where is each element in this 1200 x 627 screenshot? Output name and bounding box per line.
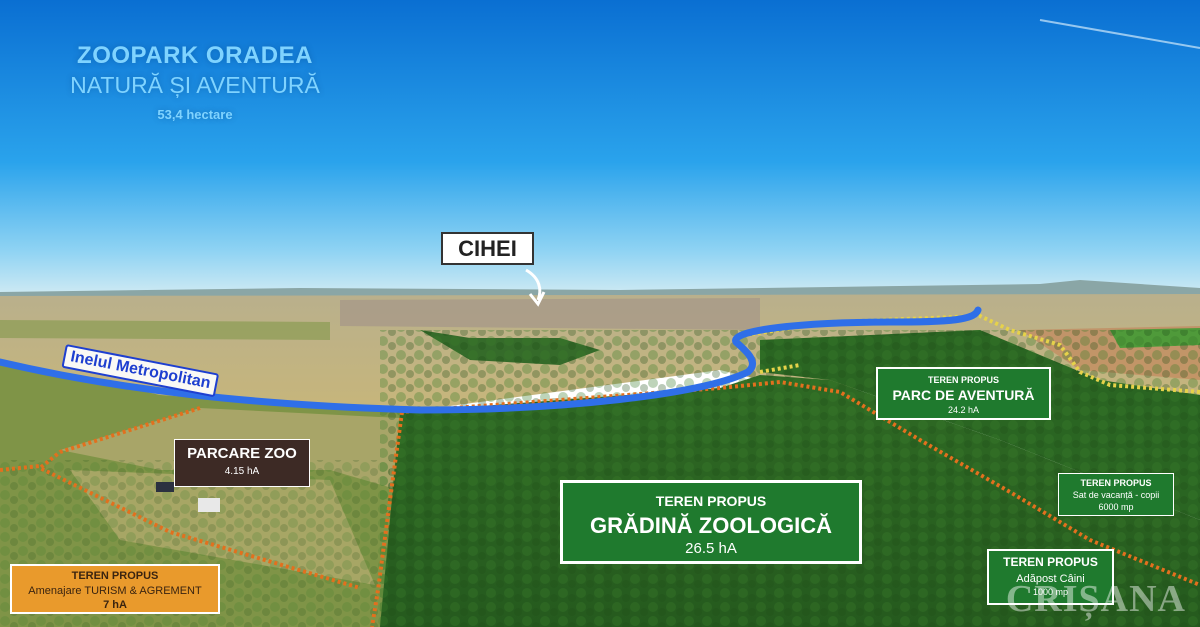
title-block: ZOOPARK ORADEA NATURĂ ȘI AVENTURĂ 53,4 h… xyxy=(0,42,390,122)
ring-road xyxy=(0,306,982,414)
orange-boundary-divider xyxy=(370,411,404,627)
title-main: ZOOPARK ORADEA xyxy=(77,42,313,69)
zone-area: 4.15 hA xyxy=(224,466,260,478)
cihei-label: CIHEI xyxy=(441,232,534,265)
zone-area: 1000 mp xyxy=(1032,587,1069,598)
city-area xyxy=(340,298,760,330)
orange-boundary-parking xyxy=(36,406,361,590)
orange-boundary-left xyxy=(0,464,41,472)
zone-name: Adăpost Câini xyxy=(1016,572,1085,585)
contrail xyxy=(1039,19,1200,49)
green-fields-left xyxy=(0,320,330,340)
zone-kicker: TEREN PROPUS xyxy=(655,493,767,509)
zone-label-turism: TEREN PROPUS Amenajare TURISM & AGREMENT… xyxy=(10,564,220,614)
zone-name: PARC DE AVENTURĂ xyxy=(892,387,1035,404)
yellow-boundary-inner xyxy=(759,363,801,374)
zone-label-aventura: TEREN PROPUS PARC DE AVENTURĂ 24.2 hA xyxy=(876,367,1051,420)
title-area: 53,4 hectare xyxy=(157,107,233,122)
zone-label-parcare: PARCARE ZOO 4.15 hA xyxy=(174,439,310,487)
zone-name: PARCARE ZOO xyxy=(187,445,297,462)
zone-label-sat: TEREN PROPUS Sat de vacanță - copii 6000… xyxy=(1058,473,1174,516)
zone-kicker: TEREN PROPUS xyxy=(71,570,159,582)
zone-area: 7 hA xyxy=(103,599,127,612)
cihei-arrowhead xyxy=(528,291,546,307)
zone-name: GRĂDINĂ ZOOLOGICĂ xyxy=(590,513,832,539)
zone-label-gradina: TEREN PROPUS GRĂDINĂ ZOOLOGICĂ 26.5 hA xyxy=(560,480,862,564)
zone-name: Sat de vacanță - copii xyxy=(1072,490,1160,501)
zone-kicker: TEREN PROPUS xyxy=(927,375,999,385)
zone-name: Amenajare TURISM & AGREMENT xyxy=(28,584,202,597)
solar-panels xyxy=(156,482,174,492)
zone-kicker: TEREN PROPUS xyxy=(1003,555,1098,569)
zone-kicker: TEREN PROPUS xyxy=(1080,478,1152,488)
title-subtitle: NATURĂ ȘI AVENTURĂ xyxy=(70,72,320,98)
zone-label-adapost: TEREN PROPUS Adăpost Câini 1000 mp xyxy=(987,549,1114,605)
zone-area: 26.5 hA xyxy=(685,540,737,558)
zone-area: 24.2 hA xyxy=(947,405,980,416)
zone-area: 6000 mp xyxy=(1098,501,1134,512)
sky xyxy=(0,0,1200,295)
building xyxy=(198,498,220,512)
cihei-arrow xyxy=(525,268,542,301)
watermark-logo: CRIȘANA xyxy=(1005,578,1186,620)
